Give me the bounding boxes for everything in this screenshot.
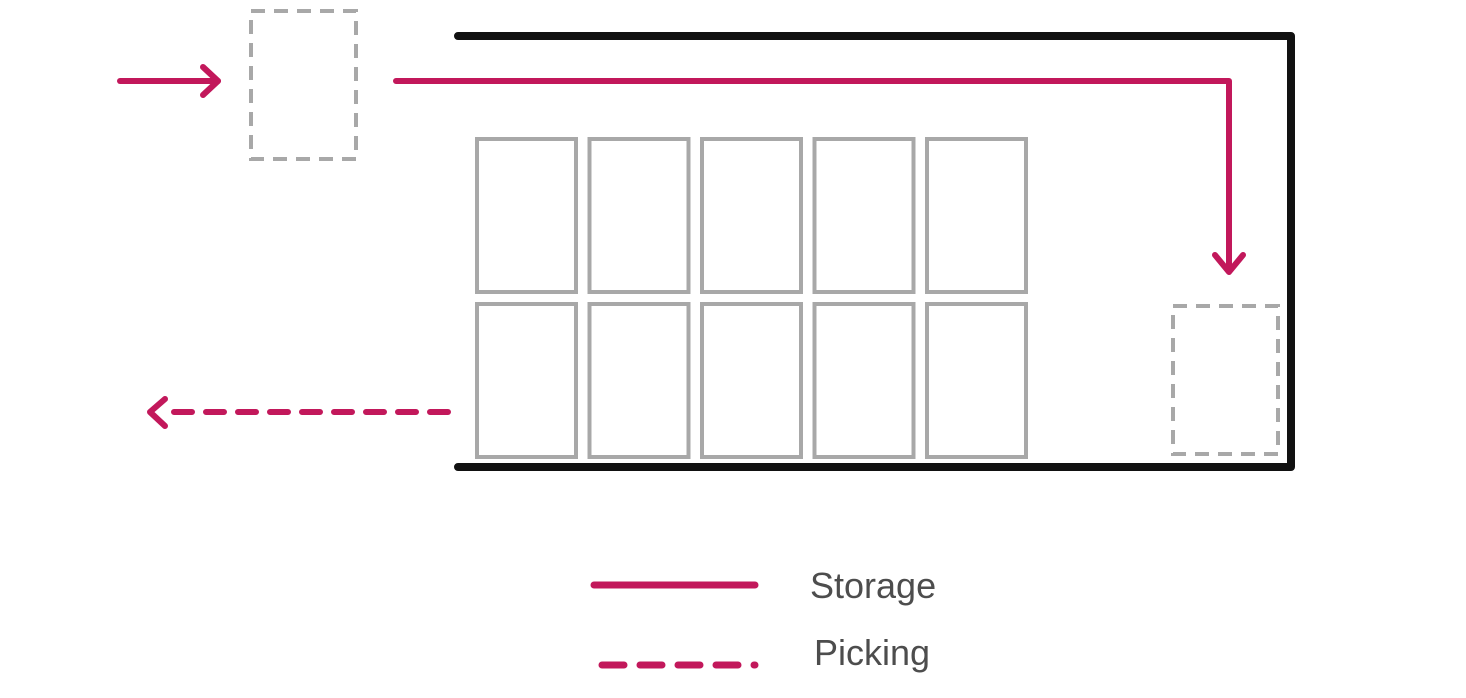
inbound-staging-area xyxy=(249,9,358,161)
storage-rack xyxy=(475,137,578,294)
outbound-staging-area xyxy=(1171,304,1280,456)
storage-rack xyxy=(925,302,1028,459)
storage-flow-path xyxy=(393,78,1246,275)
warehouse-wall xyxy=(454,32,1295,471)
storage-rack xyxy=(587,302,691,459)
inbound-arrow xyxy=(117,64,221,98)
storage-rack xyxy=(475,302,578,459)
storage-rack xyxy=(812,137,916,294)
storage-rack xyxy=(700,302,803,459)
legend-picking-label: Picking xyxy=(814,632,931,673)
picking-flow-arrow xyxy=(147,396,451,429)
storage-rack xyxy=(587,137,691,294)
storage-rack xyxy=(925,137,1028,294)
legend-storage-label: Storage xyxy=(810,565,937,606)
storage-rack xyxy=(812,302,916,459)
rack-grid xyxy=(475,137,1028,459)
storage-rack xyxy=(700,137,803,294)
